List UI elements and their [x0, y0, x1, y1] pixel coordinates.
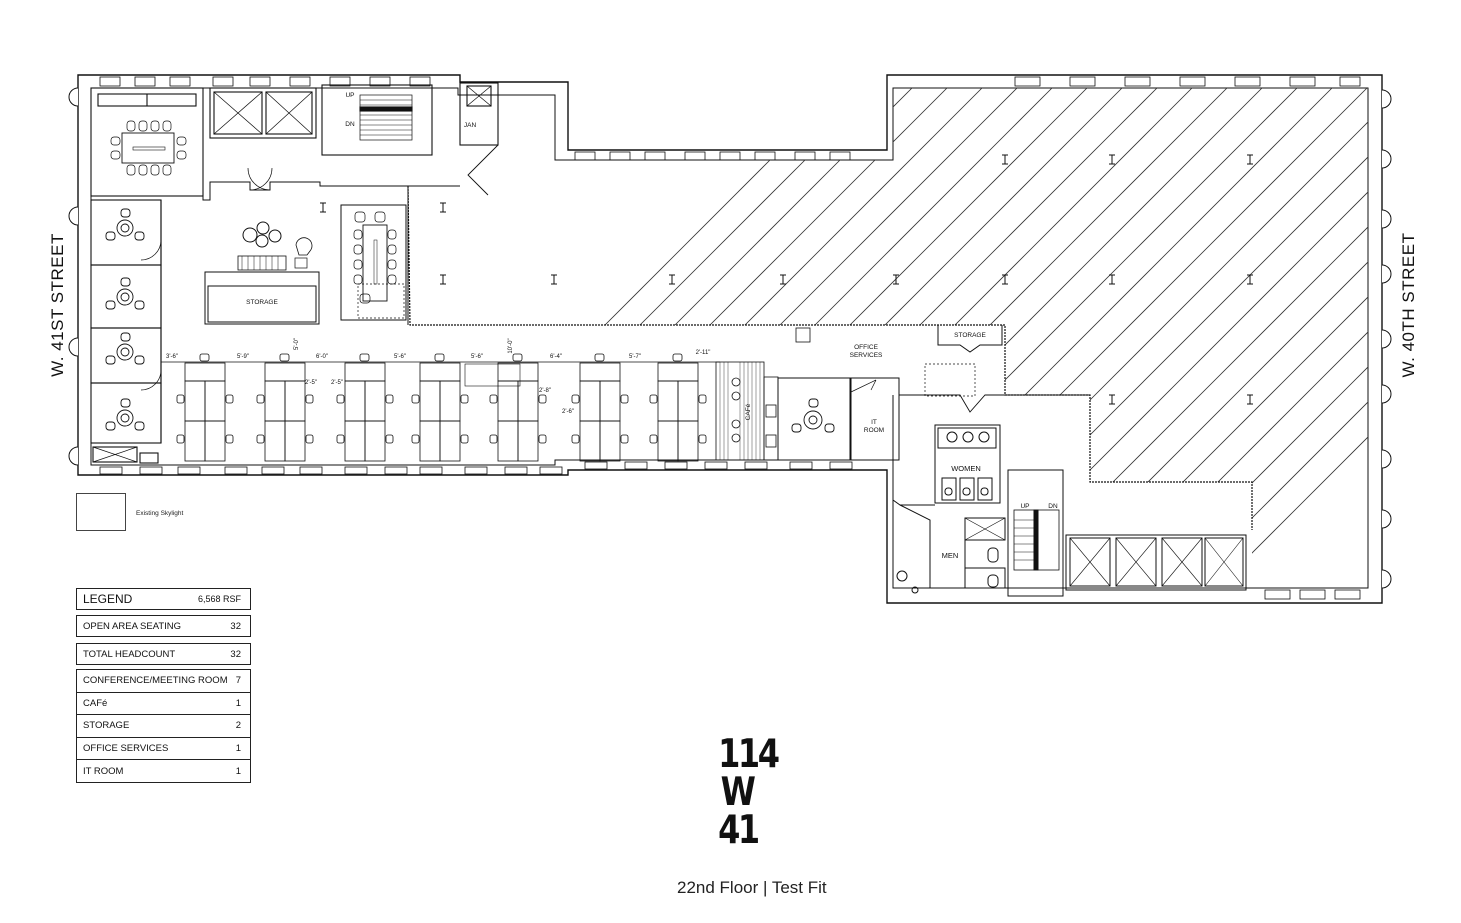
label-stair-up: UP	[1020, 503, 1029, 510]
dim-label: 5'-6"	[394, 354, 406, 360]
logo-line-1: 114	[718, 732, 780, 777]
label-it-1: IT	[871, 419, 877, 426]
building-logo: 114 W 41	[718, 732, 780, 853]
dim-label: 2'-5"	[305, 380, 317, 386]
logo-line-3: 41	[718, 808, 760, 853]
dim-label: 2'-8"	[539, 388, 551, 394]
round-tables	[105, 208, 835, 433]
label-jan: JAN	[464, 122, 477, 129]
column-bumps	[68, 87, 1392, 589]
dimension-labels: 3'-6" 5'-9" 6'-0" 5'-6" 5'-6" 6'-4" 5'-7…	[166, 338, 710, 415]
dim-label: 2'-6"	[562, 409, 574, 415]
dim-label: 5'-9"	[237, 354, 249, 360]
room-labels: UP DN JAN STORAGE OFFICE SERVICES STORAG…	[246, 92, 1058, 560]
label-cafe: CAFé	[745, 403, 752, 420]
legend-row: OFFICE SERVICES 1	[77, 738, 250, 761]
cafe	[715, 327, 811, 461]
label-storage-main: STORAGE	[246, 299, 278, 306]
skylight-legend-label: Existing Skylight	[136, 510, 184, 517]
reception	[202, 140, 409, 325]
label-storage-small: STORAGE	[954, 332, 986, 339]
legend-row-label: IT ROOM	[83, 765, 124, 777]
label-office-services-2: SERVICES	[850, 352, 883, 359]
label-stair-dn: DN	[1048, 503, 1058, 510]
dim-label: 2'-11"	[696, 350, 711, 356]
legend-title: LEGEND	[83, 592, 133, 606]
legend-row-label: OFFICE SERVICES	[83, 743, 169, 755]
legend-row: TOTAL HEADCOUNT 32	[76, 643, 251, 665]
building-outline	[77, 74, 1383, 604]
left-rooms	[90, 87, 204, 464]
legend-row: OPEN AREA SEATING 32	[76, 615, 251, 637]
label-women: WOMEN	[951, 464, 981, 473]
dim-label: 10'-0"	[508, 338, 514, 353]
legend-row: IT ROOM 1	[77, 760, 250, 782]
legend-row-value: 2	[235, 720, 241, 732]
legend-row-value: 32	[230, 648, 241, 660]
floor-title: 22nd Floor | Test Fit	[677, 878, 827, 897]
column-markers	[320, 154, 1253, 405]
legend-row-label: TOTAL HEADCOUNT	[83, 648, 176, 660]
legend-row: STORAGE 2	[77, 715, 250, 738]
street-label-right: W. 40TH STREET	[1399, 232, 1418, 378]
legend-row-label: OPEN AREA SEATING	[83, 620, 182, 632]
hatched-area	[407, 88, 1368, 588]
legend-row-value: 32	[230, 620, 241, 632]
legend-row-label: STORAGE	[83, 720, 130, 732]
legend-area: 6,568 RSF	[197, 594, 241, 604]
legend-row-label: CAFé	[83, 697, 108, 709]
dim-label: 6'-0"	[316, 354, 328, 360]
workstations	[161, 353, 720, 462]
label-it-2: ROOM	[864, 427, 884, 434]
restrooms	[892, 395, 1247, 597]
legend-row-value: 1	[235, 765, 241, 777]
service-rooms	[777, 325, 1090, 461]
street-label-left: W. 41ST STREET	[48, 233, 67, 377]
legend-header: LEGEND 6,568 RSF	[76, 588, 251, 610]
dim-label: 5'-6"	[471, 354, 483, 360]
dim-label: 6'-4"	[550, 354, 562, 360]
dim-label: 2'-5"	[331, 380, 343, 386]
dim-label: 3'-6"	[166, 354, 178, 360]
label-up: UP	[345, 92, 354, 99]
legend-row-value: 7	[235, 675, 241, 687]
legend-row: CONFERENCE/MEETING ROOM 7	[77, 670, 250, 693]
legend-row-value: 1	[235, 697, 241, 709]
skylight-legend-swatch	[76, 493, 126, 531]
logo-line-2: W	[720, 770, 756, 815]
label-dn: DN	[345, 121, 355, 128]
legend-row: CAFé 1	[77, 693, 250, 716]
label-men: MEN	[942, 551, 959, 560]
legend-row-value: 1	[235, 743, 241, 755]
label-office-services-1: OFFICE	[854, 344, 878, 351]
windows	[99, 76, 1361, 600]
dim-label: 5'-0"	[294, 338, 300, 350]
dim-label: 5'-7"	[629, 354, 641, 360]
core	[209, 82, 499, 196]
legend-row-label: CONFERENCE/MEETING ROOM	[83, 675, 228, 687]
